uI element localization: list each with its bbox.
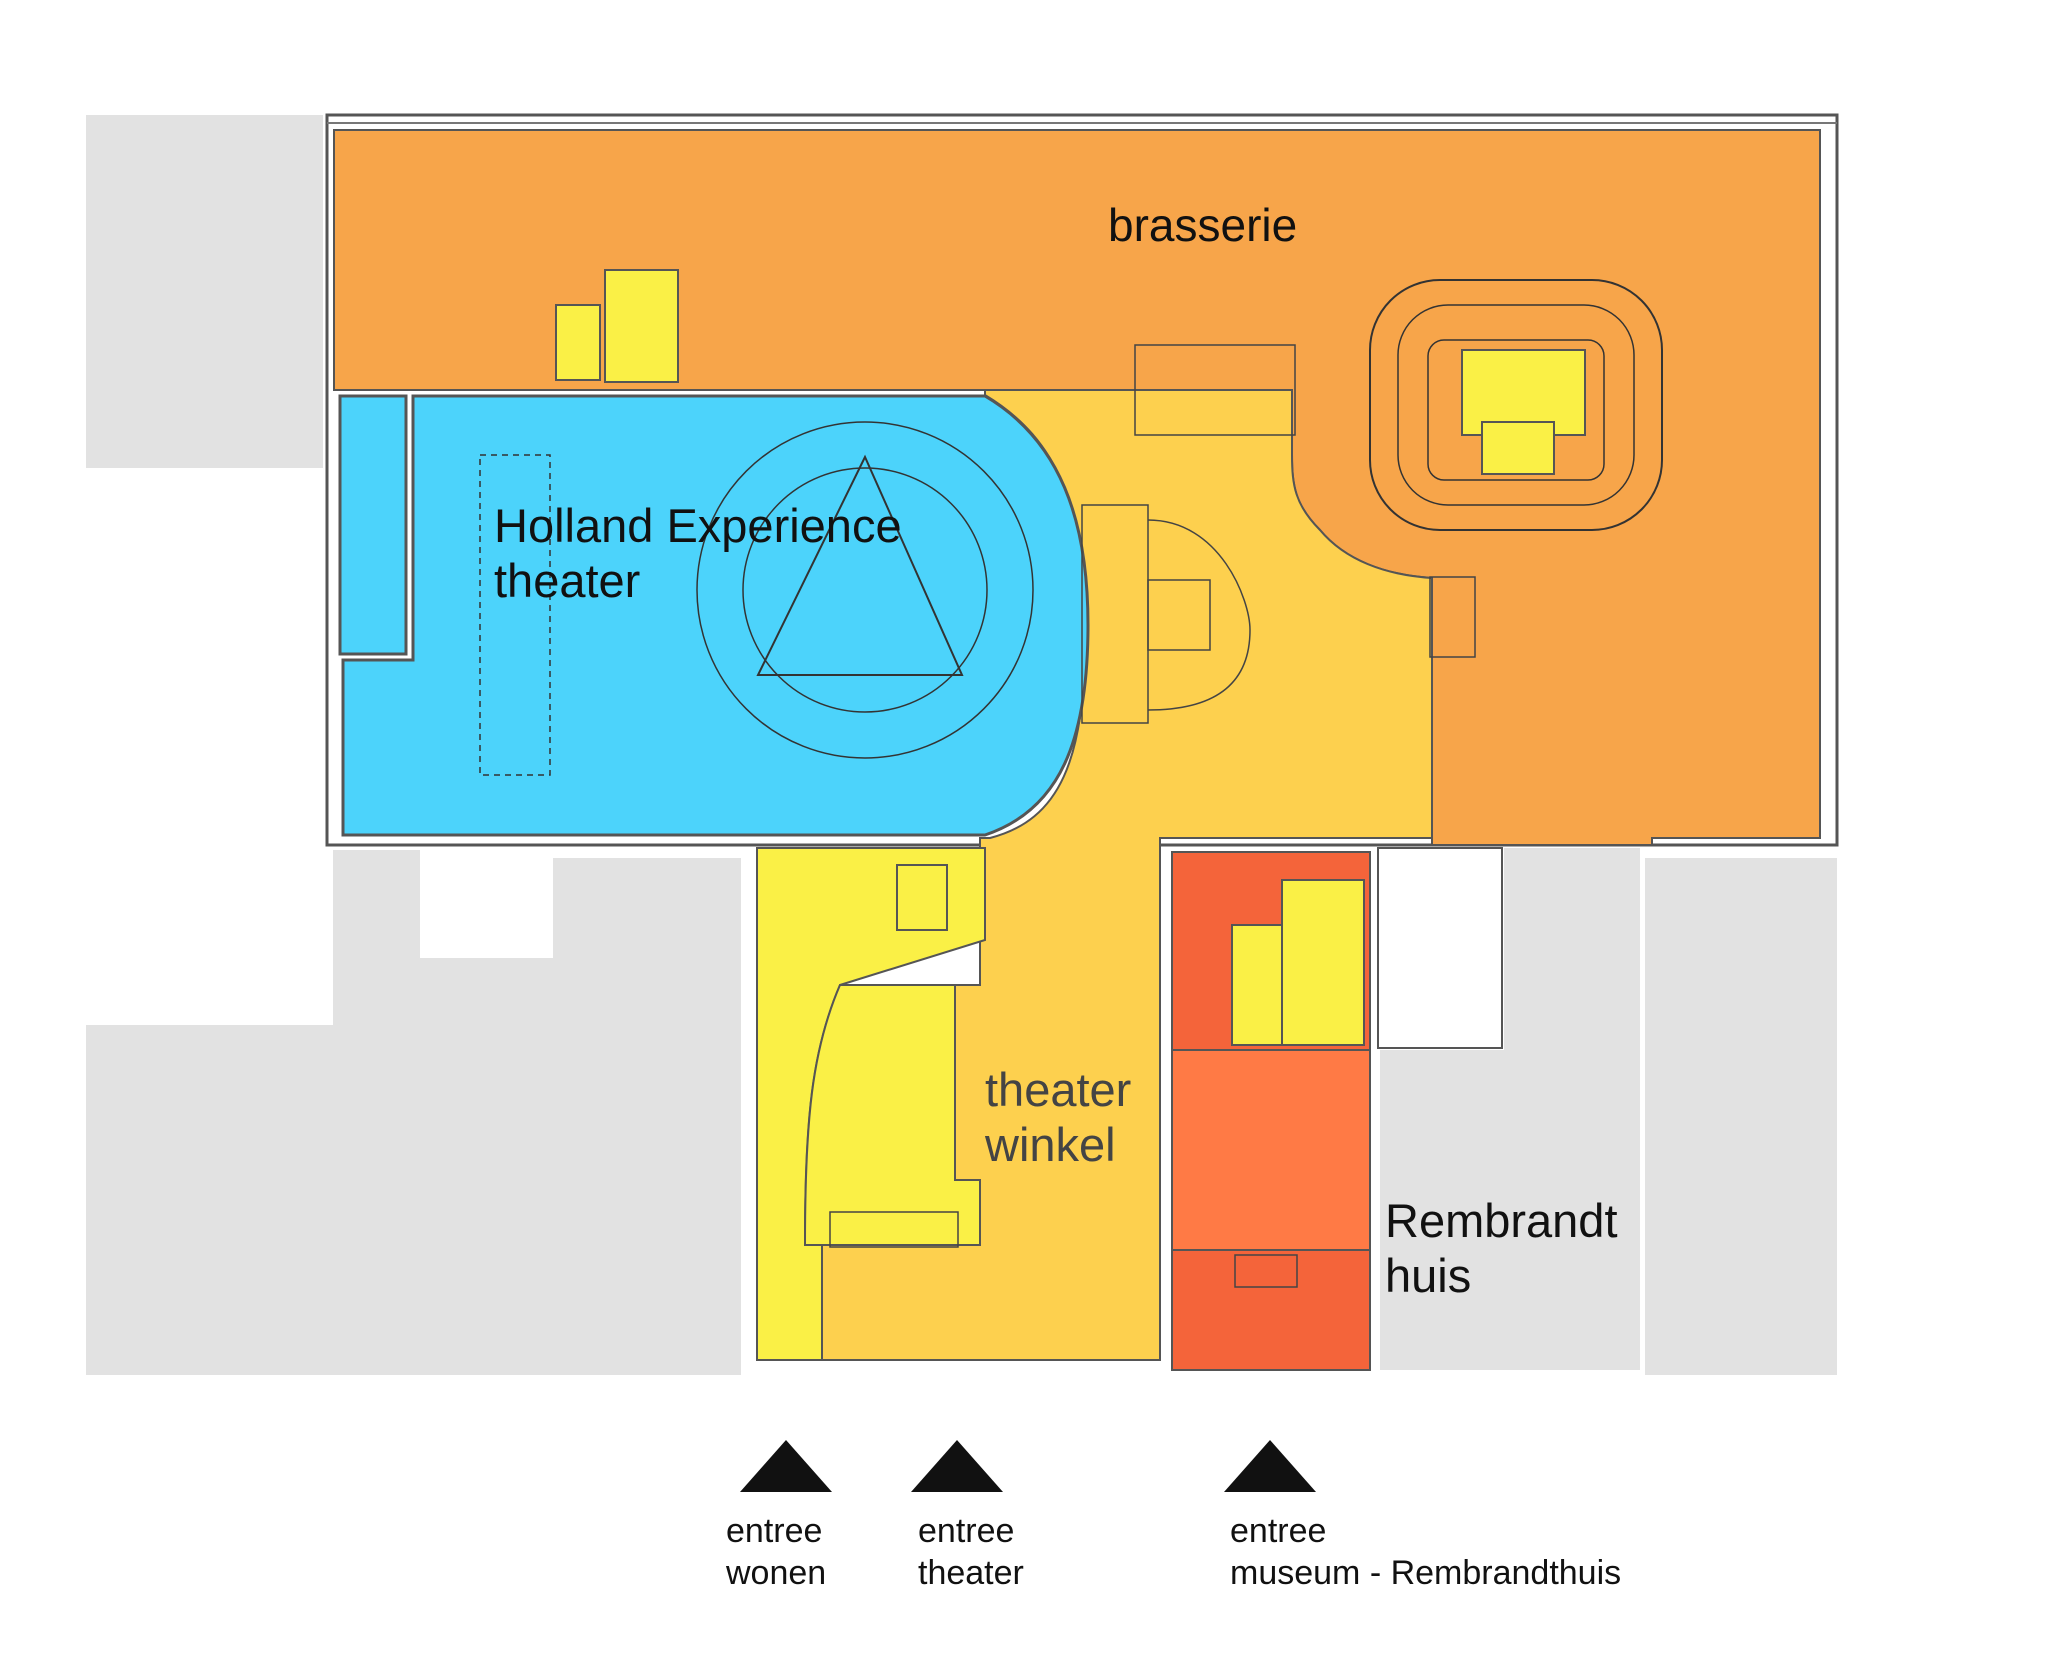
theater-outer-ring xyxy=(696,421,1034,759)
neighbour-buildings xyxy=(86,115,1837,1375)
label-rembrandt: Rembrandt huis xyxy=(1385,1193,1618,1304)
museum-entrance-hall xyxy=(1171,1249,1371,1371)
theater-inner-ring xyxy=(742,467,988,713)
label-theater: Holland Experience theater xyxy=(494,498,902,609)
stair-brasserie-east xyxy=(1429,576,1476,658)
label-winkel-line1: theater xyxy=(985,1063,1132,1116)
stair-brasserie-center xyxy=(1134,344,1296,436)
entrance-label-museum-line1: entree xyxy=(1230,1512,1327,1550)
stair-winkel xyxy=(829,1211,959,1248)
theater-side-room xyxy=(338,394,408,656)
entrance-label-theater-line1: entree xyxy=(918,1512,1015,1550)
theater-area xyxy=(341,394,1090,837)
entrance-wonen-triangle-icon xyxy=(740,1440,832,1492)
stair-foyer-curve xyxy=(1147,519,1251,711)
neighbour-block-bottom-left xyxy=(86,850,553,1375)
entrance-label-theater-line2: theater xyxy=(918,1554,1024,1592)
theater-screen-outline xyxy=(479,454,551,776)
museum-stair-core xyxy=(1281,879,1365,1046)
theater-stage-triangle xyxy=(756,454,964,676)
entrance-label-museum: entree museum - Rembrandthuis xyxy=(1230,1510,1621,1594)
neighbour-block-rembrandt-left xyxy=(1380,1050,1504,1370)
rembrandt-courtyard xyxy=(1377,847,1503,1049)
lift-core-wonen xyxy=(896,864,948,931)
label-winkel-line2: winkel xyxy=(985,1118,1116,1172)
neighbour-block-rembrandt-right xyxy=(1504,848,1640,1370)
neighbour-block-top-left xyxy=(86,115,323,468)
neighbour-block-bottom-mid xyxy=(553,858,741,1375)
museum-hall xyxy=(1171,1049,1371,1251)
bar-island-outer xyxy=(1369,279,1663,531)
bar-island-inner xyxy=(1397,304,1635,506)
stair-museum xyxy=(1234,1254,1298,1288)
entrance-label-museum-line2: museum - Rembrandthuis xyxy=(1230,1554,1622,1592)
label-theater-line1: Holland Experience xyxy=(494,499,902,552)
label-rembrandt-line2: huis xyxy=(1385,1249,1472,1303)
bar-island-core xyxy=(1427,339,1605,481)
stair-brasserie-left xyxy=(604,269,679,383)
entrance-label-wonen-line1: entree xyxy=(726,1512,823,1550)
entrance-museum-triangle-icon xyxy=(1224,1440,1316,1492)
label-theater-line2: theater xyxy=(494,554,641,608)
label-winkel: theater winkel xyxy=(985,1062,1131,1173)
toilet-block-area xyxy=(803,984,981,1246)
label-brasserie: brasserie xyxy=(1108,199,1298,251)
lift-brasserie-left xyxy=(555,304,601,381)
stair-details xyxy=(829,344,1476,1288)
entrance-label-wonen-line2: wonen xyxy=(726,1554,827,1592)
entrance-theater-triangle-icon xyxy=(911,1440,1003,1492)
entrance-label-theater: entree theater xyxy=(918,1510,1024,1594)
entrance-label-wonen: entree wonen xyxy=(726,1510,826,1594)
label-rembrandt-line1: Rembrandt xyxy=(1385,1194,1618,1247)
lift-brasserie-right xyxy=(1461,349,1586,436)
neighbour-block-right xyxy=(1645,858,1837,1375)
lift-brasserie-right-b xyxy=(1481,421,1555,475)
stair-foyer-lower xyxy=(1147,579,1211,651)
